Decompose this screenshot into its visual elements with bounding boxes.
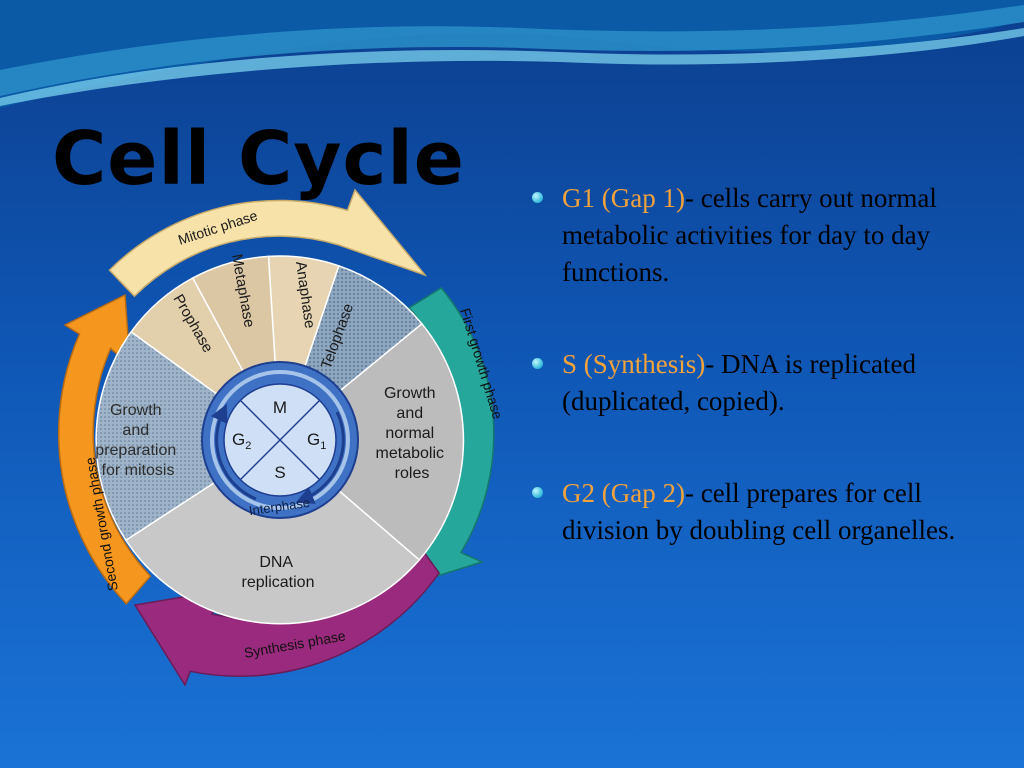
bullet-text: - cells carry out normal metabolic activ… [562, 183, 937, 287]
center-g1-label: G1 [307, 430, 326, 452]
header-wave-decoration [0, 0, 1024, 108]
g1-sector-label: Growth and normal metabolic roles [376, 385, 449, 482]
bullet-s: S (Synthesis)- DNA is replicated (duplic… [532, 346, 1002, 420]
bullet-term: G2 (Gap 2) [562, 478, 685, 508]
cell-cycle-diagram: Mitotic phase First growth phase Synthes… [57, 188, 506, 687]
bullet-dot-icon [532, 487, 543, 498]
second-growth-phase-arrow [57, 293, 152, 605]
bullet-text: - DNA is replicated (duplicated, copied)… [562, 349, 916, 416]
bullet-g2: G2 (Gap 2)- cell prepares for cell divis… [532, 475, 1002, 549]
center-m-label: M [273, 398, 287, 417]
bullet-text: - cell prepares for cell division by dou… [562, 478, 956, 545]
s-sector-label: DNA replication [242, 554, 315, 591]
center-g2-label: G2 [232, 430, 251, 452]
s-sector [124, 439, 421, 625]
bullet-list: G1 (Gap 1)- cells carry out normal metab… [532, 180, 1002, 604]
bullet-g1: G1 (Gap 1)- cells carry out normal metab… [532, 180, 1002, 291]
center-s-label: S [274, 463, 285, 482]
slide-title: Cell Cycle [52, 116, 465, 202]
interphase-ring-arrow [295, 411, 345, 504]
g1-sector [278, 322, 465, 561]
g2-sector [95, 330, 282, 542]
interphase-ring-arrow [210, 403, 257, 501]
bullet-term: S (Synthesis) [562, 349, 706, 379]
g2-sector-label: Growth and preparation for mitosis [95, 402, 180, 479]
bullet-dot-icon [532, 358, 543, 369]
mitotic-phase-arrow [108, 188, 428, 298]
bullet-dot-icon [532, 192, 543, 203]
bullet-term: G1 (Gap 1) [562, 183, 685, 213]
